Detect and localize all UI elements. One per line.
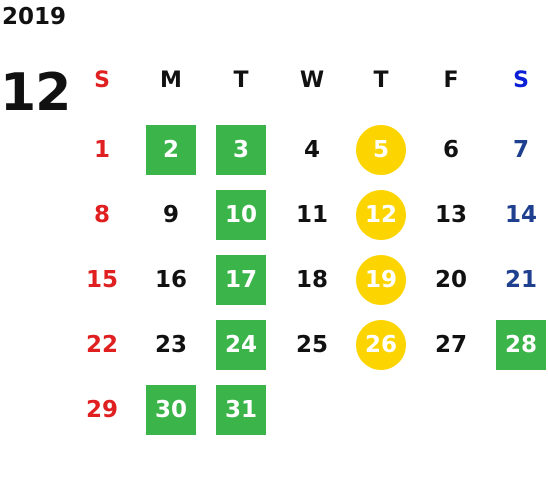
calendar-day-label: 20 xyxy=(434,267,467,293)
calendar-day-label: 21 xyxy=(504,267,537,293)
calendar-day-11[interactable]: 11 xyxy=(287,190,337,240)
calendar-day-7[interactable]: 7 xyxy=(496,125,546,175)
calendar-month: 12 xyxy=(0,63,71,123)
calendar-day-label: 14 xyxy=(504,202,537,228)
calendar-day-16[interactable]: 16 xyxy=(146,255,196,305)
calendar-day-15[interactable]: 15 xyxy=(77,255,127,305)
calendar-day-label: 29 xyxy=(85,397,118,423)
weekday-header-fri: F xyxy=(443,67,459,93)
calendar-day-label: 1 xyxy=(93,137,110,163)
calendar-day-23[interactable]: 23 xyxy=(146,320,196,370)
calendar-day-label: 31 xyxy=(224,397,257,423)
calendar-day-12[interactable]: 12 xyxy=(356,190,406,240)
calendar-day-9[interactable]: 9 xyxy=(146,190,196,240)
calendar-day-24[interactable]: 24 xyxy=(216,320,266,370)
calendar-day-label: 28 xyxy=(504,332,537,358)
calendar-day-30[interactable]: 30 xyxy=(146,385,196,435)
calendar-day-label: 23 xyxy=(154,332,187,358)
calendar-day-label: 10 xyxy=(224,202,257,228)
calendar-day-label: 6 xyxy=(442,137,459,163)
weekday-header-sun: S xyxy=(94,67,110,93)
calendar-day-label: 18 xyxy=(295,267,328,293)
calendar-day-18[interactable]: 18 xyxy=(287,255,337,305)
weekday-header-thu: T xyxy=(373,67,389,93)
calendar-year: 2019 xyxy=(2,4,67,30)
calendar-day-3[interactable]: 3 xyxy=(216,125,266,175)
calendar-day-5[interactable]: 5 xyxy=(356,125,406,175)
calendar-day-1[interactable]: 1 xyxy=(77,125,127,175)
calendar-day-label: 25 xyxy=(295,332,328,358)
calendar-day-17[interactable]: 17 xyxy=(216,255,266,305)
calendar-day-28[interactable]: 28 xyxy=(496,320,546,370)
calendar-day-label: 19 xyxy=(364,267,397,293)
calendar-day-label: 3 xyxy=(232,137,249,163)
weekday-header-wed: W xyxy=(299,67,325,93)
calendar-day-4[interactable]: 4 xyxy=(287,125,337,175)
calendar-day-29[interactable]: 29 xyxy=(77,385,127,435)
calendar-day-13[interactable]: 13 xyxy=(426,190,476,240)
calendar-day-label: 17 xyxy=(224,267,257,293)
calendar-day-10[interactable]: 10 xyxy=(216,190,266,240)
calendar-day-6[interactable]: 6 xyxy=(426,125,476,175)
calendar-day-8[interactable]: 8 xyxy=(77,190,127,240)
calendar-day-14[interactable]: 14 xyxy=(496,190,546,240)
calendar-day-20[interactable]: 20 xyxy=(426,255,476,305)
calendar-day-label: 30 xyxy=(154,397,187,423)
calendar-day-22[interactable]: 22 xyxy=(77,320,127,370)
calendar-day-label: 7 xyxy=(512,137,529,163)
calendar-day-26[interactable]: 26 xyxy=(356,320,406,370)
weekday-header-mon: M xyxy=(160,67,182,93)
calendar-day-2[interactable]: 2 xyxy=(146,125,196,175)
calendar-day-label: 22 xyxy=(85,332,118,358)
calendar-day-label: 16 xyxy=(154,267,187,293)
calendar-day-label: 24 xyxy=(224,332,257,358)
calendar-day-label: 27 xyxy=(434,332,467,358)
calendar-day-label: 5 xyxy=(372,137,389,163)
calendar-day-27[interactable]: 27 xyxy=(426,320,476,370)
calendar-day-label: 26 xyxy=(364,332,397,358)
weekday-header-tue: T xyxy=(233,67,249,93)
calendar-day-label: 15 xyxy=(85,267,118,293)
calendar-day-31[interactable]: 31 xyxy=(216,385,266,435)
calendar-day-label: 13 xyxy=(434,202,467,228)
calendar-day-label: 11 xyxy=(295,202,328,228)
calendar-day-label: 8 xyxy=(93,202,110,228)
calendar-day-label: 4 xyxy=(303,137,320,163)
calendar-day-19[interactable]: 19 xyxy=(356,255,406,305)
calendar-day-25[interactable]: 25 xyxy=(287,320,337,370)
calendar-day-21[interactable]: 21 xyxy=(496,255,546,305)
calendar-day-label: 12 xyxy=(364,202,397,228)
calendar-day-label: 2 xyxy=(162,137,179,163)
calendar-day-label: 9 xyxy=(162,202,179,228)
weekday-header-sat: S xyxy=(513,67,529,93)
